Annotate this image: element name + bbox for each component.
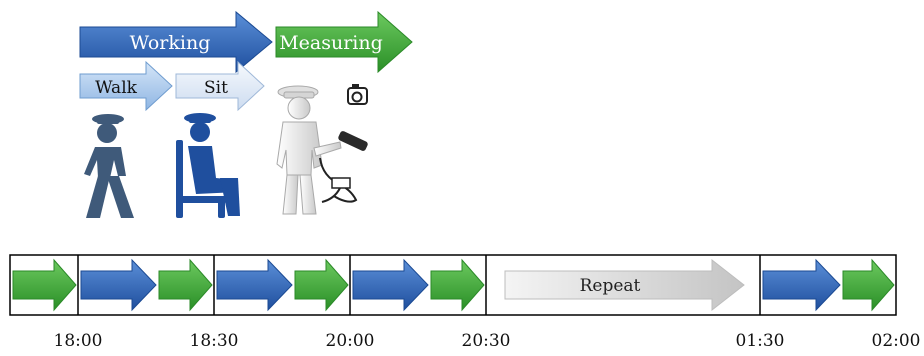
measuring-arrow: Measuring [275,10,413,74]
measuring-segment-arrow [430,258,485,312]
sit-label: Sit [204,78,228,98]
walk-label: Walk [95,78,138,98]
working-segment-arrow [216,258,293,312]
time-label: 20:30 [462,331,511,351]
time-label: 18:00 [54,331,103,351]
repeat-label: Repeat [580,276,641,296]
timeline-bar: Repeat [9,254,897,316]
working-arrow: Working [79,10,273,74]
walking-person-icon [84,114,134,218]
walk-arrow: Walk [79,60,173,112]
working-segment-arrow [762,258,841,312]
time-label: 02:00 [872,331,921,351]
sitting-person-icon [176,113,240,218]
measuring-segment-arrow [294,258,349,312]
time-label: 20:00 [326,331,375,351]
working-label: Working [130,32,211,54]
officer-measuring-icon [276,85,368,215]
time-label: 01:30 [736,331,785,351]
sit-arrow: Sit [175,60,265,112]
repeat-arrow: Repeat [504,258,745,312]
measuring-segment-arrow [842,258,895,312]
working-segment-arrow [352,258,429,312]
measuring-label: Measuring [279,32,383,54]
camera-icon [347,84,368,105]
time-label: 18:30 [190,331,239,351]
measuring-segment-arrow [158,258,213,312]
working-segment-arrow [80,258,157,312]
measuring-segment-arrow [12,258,77,312]
